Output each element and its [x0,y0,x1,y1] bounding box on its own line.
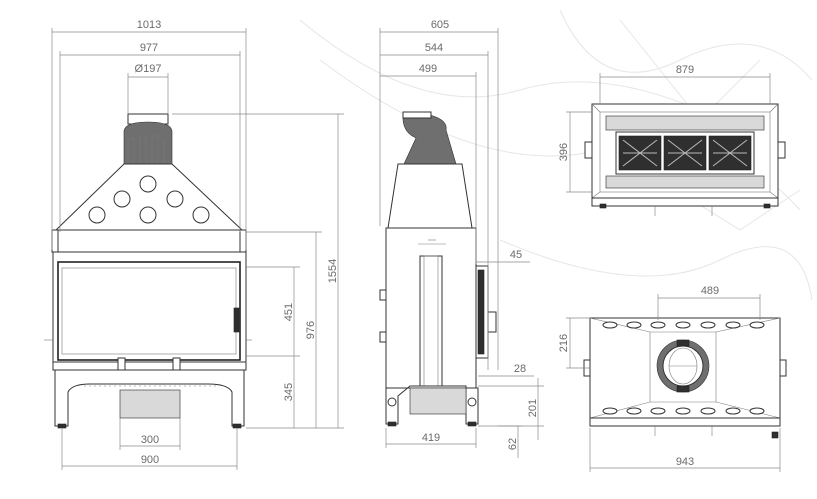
base-frame [54,369,245,427]
foot-left [57,423,67,429]
dim-396: 396 [558,143,570,161]
side-flue-adapter [402,114,457,165]
side-flue-collar [402,111,432,119]
dim-943: 943 [676,456,694,468]
dim-1554: 1554 [327,259,339,283]
side-view [379,111,497,427]
dim-62: 62 [507,438,519,450]
dim-419: 419 [422,432,440,444]
top-side-bolt-left [584,141,593,159]
dim-300: 300 [141,434,159,446]
dim-diameter-197: Ø197 [135,63,162,75]
hood-vent-hole [166,190,184,208]
side-flange-right [239,229,247,253]
front-dimensions: 1013 977 Ø197 1554 976 451 345 300 900 [51,19,344,470]
side-door-seal [477,269,485,355]
dim-976: 976 [305,321,317,339]
side-dimensions: 605 544 499 45 28 201 62 419 [379,19,544,458]
hood-vent-hole [139,206,157,224]
bottom-rail [52,361,247,371]
dim-489: 489 [701,285,719,297]
bottom-dimensions: 489 216 943 [558,285,781,472]
side-bolt [379,289,387,301]
bottom-vent-holes-bottom [602,407,765,415]
dim-1013: 1013 [137,19,161,31]
bottom-vent-holes-top [602,321,765,329]
front-view [44,113,252,429]
top-front-rail [591,197,779,207]
dim-605: 605 [431,19,449,31]
dim-28: 28 [514,363,526,375]
door-handle [233,307,240,333]
hood-vent-hole [139,175,157,193]
side-wheel [467,397,477,407]
dim-201: 201 [527,399,539,417]
dim-900: 900 [141,454,159,466]
side-flange-left [51,229,59,253]
flue-adapter [123,121,173,165]
dim-499: 499 [419,63,437,75]
side-door-handle [487,311,497,333]
bottom-view [583,317,787,439]
top-side-bolt-right [777,141,786,159]
bottom-front-rail [589,417,781,427]
top-view [584,103,786,216]
bottom-side-bolt-right [779,359,787,377]
dim-879: 879 [676,64,694,76]
side-inlet [409,387,467,415]
dim-977: 977 [140,42,158,54]
top-front-panel [605,175,765,189]
foot-right [232,423,242,429]
dim-45: 45 [510,249,522,261]
dim-544: 544 [425,42,443,54]
top-rear-panel [605,115,765,131]
door-glass [57,261,241,361]
hood-vent-hole [113,190,131,208]
hood-vent-hole [192,206,210,224]
grate-pattern [618,135,752,171]
dim-216: 216 [558,334,570,352]
dim-451: 451 [283,303,295,321]
hood-vent-hole [88,206,106,224]
air-inlet-box [119,389,181,419]
side-wheel [387,397,397,407]
side-channel [419,255,443,387]
top-dimensions: 879 396 [558,64,771,193]
flue-ribs [127,135,165,164]
side-hood [387,163,473,229]
side-bolt [379,331,387,343]
top-inner [599,111,771,193]
dim-345: 345 [283,383,295,401]
